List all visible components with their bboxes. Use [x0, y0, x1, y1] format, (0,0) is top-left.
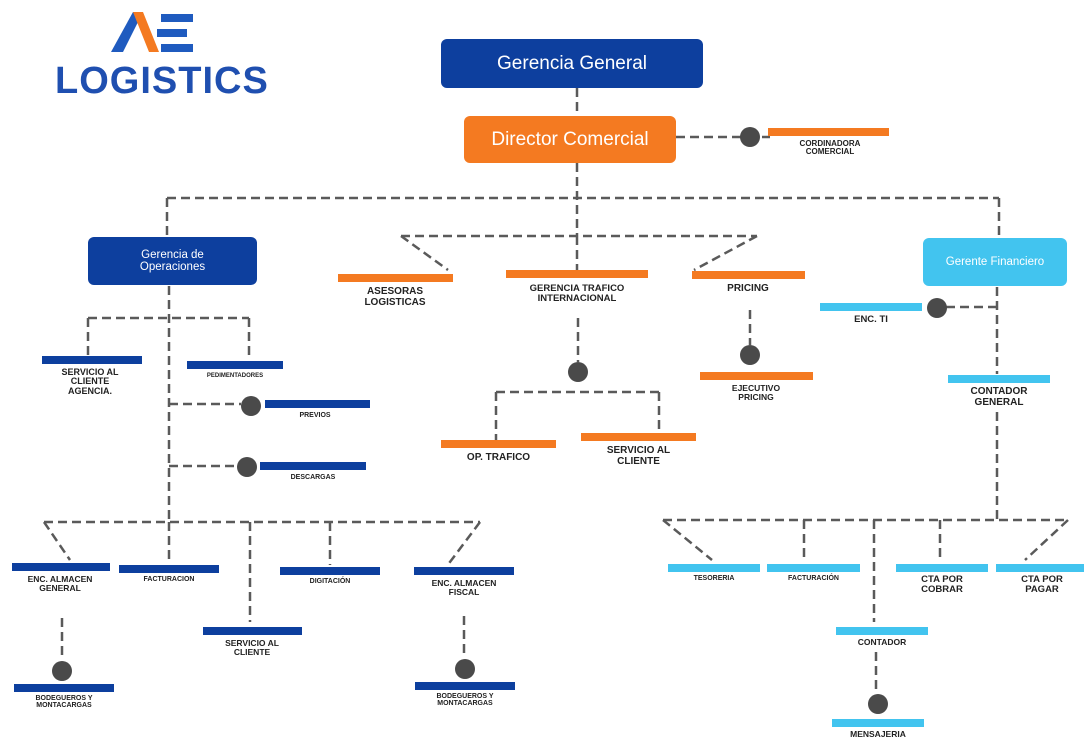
connector: [446, 521, 481, 567]
connector-dot: [740, 127, 760, 147]
connector-dot: [241, 396, 261, 416]
servicio-cliente-comercial-label: SERVICIO AL CLIENTE: [606, 445, 671, 467]
previos-label: PREVIOS: [299, 412, 331, 419]
coordinadora-bar: [768, 128, 889, 136]
descargas-label: DESCARGAS: [290, 474, 336, 481]
previos-bar: [265, 400, 370, 408]
tesoreria-label: TESORERIA: [693, 575, 735, 582]
facturacion-fin-bar: [767, 564, 860, 572]
director-comercial-box: Director Comercial: [464, 116, 676, 163]
digitacion-label: DIGITACIÓN: [309, 578, 351, 585]
descargas-bar: [260, 462, 366, 470]
contador-general-bar: [948, 375, 1050, 383]
connector-dot: [455, 659, 475, 679]
mensajeria-bar: [832, 719, 924, 727]
logo-mark-icon: [111, 12, 193, 52]
coordinadora-label: CORDINADORA COMERCIAL: [799, 139, 861, 157]
enc-almacen-fiscal-bar: [414, 567, 514, 575]
enc-almacen-fiscal-label: ENC. ALMACEN FISCAL: [431, 578, 497, 597]
contador-bar: [836, 627, 928, 635]
connector: [400, 234, 449, 272]
bodegueros-fiscal-bar: [415, 682, 515, 690]
enc-ti-label: ENC. TI: [854, 314, 888, 325]
connector-dot: [237, 457, 257, 477]
cta-pagar-label: CTA POR PAGAR: [1021, 574, 1063, 595]
facturacion-ops-label: FACTURACION: [143, 576, 195, 583]
connector: [662, 519, 713, 561]
gerencia-general-box: Gerencia General: [441, 39, 703, 88]
connector: [693, 234, 758, 272]
mensajeria-label: MENSAJERIA: [850, 729, 906, 739]
servicio-cliente-ops-label: SERVICIO AL CLIENTE: [225, 638, 279, 657]
connector-dot: [52, 661, 72, 681]
facturacion-fin-label: FACTURACIÓN: [788, 575, 839, 582]
digitacion-bar: [280, 567, 380, 575]
cta-pagar-bar: [996, 564, 1084, 572]
connector-dot: [868, 694, 888, 714]
gerencia-general-label: Gerencia General: [497, 52, 647, 74]
logo-text: LOGISTICS: [55, 60, 269, 102]
servicio-cliente-ops-bar: [203, 627, 302, 635]
pedimentadores-bar: [187, 361, 283, 369]
gerente-financiero-label: Gerente Financiero: [945, 256, 1045, 268]
enc-almacen-general-label: ENC. ALMACEN GENERAL: [27, 574, 93, 593]
gerencia-operaciones-box: Gerencia de Operaciones: [88, 237, 257, 285]
contador-general-label: CONTADOR GENERAL: [970, 386, 1028, 408]
op-trafico-label: OP. TRAFICO: [466, 452, 531, 463]
bodegueros-general-bar: [14, 684, 114, 692]
connector-dot: [568, 362, 588, 382]
gerente-financiero-box: Gerente Financiero: [923, 238, 1067, 286]
connector-dot: [740, 345, 760, 365]
gerencia-trafico-label: GERENCIA TRAFICO INTERNACIONAL: [529, 283, 625, 304]
facturacion-ops-bar: [119, 565, 219, 573]
enc-ti-bar: [820, 303, 922, 311]
connector: [1024, 519, 1069, 561]
contador-label: CONTADOR: [857, 637, 907, 647]
asesoras-label: ASESORAS LOGISTICAS: [364, 286, 426, 308]
cta-cobrar-label: CTA POR COBRAR: [921, 574, 963, 595]
connector: [42, 521, 72, 561]
pricing-bar: [692, 271, 805, 279]
ejecutivo-pricing-bar: [700, 372, 813, 380]
director-comercial-label: Director Comercial: [491, 128, 649, 150]
connector-dot: [927, 298, 947, 318]
servicio-cliente-comercial-bar: [581, 433, 696, 441]
cta-cobrar-bar: [896, 564, 988, 572]
bodegueros-general-label: BODEGUEROS Y MONTACARGAS: [35, 695, 93, 710]
asesoras-bar: [338, 274, 453, 282]
bodegueros-fiscal-label: BODEGUEROS Y MONTACARGAS: [436, 693, 494, 708]
ejecutivo-pricing-label: EJECUTIVO PRICING: [731, 383, 781, 402]
pedimentadores-label: PEDIMENTADORES: [206, 373, 264, 379]
tesoreria-bar: [668, 564, 760, 572]
gerencia-operaciones-label: Gerencia de Operaciones: [139, 249, 206, 273]
op-trafico-bar: [441, 440, 556, 448]
logo: LOGISTICS: [55, 12, 268, 102]
servicio-cliente-agencia-label: SERVICIO AL CLIENTE AGENCIA.: [61, 367, 119, 396]
gerencia-trafico-bar: [506, 270, 648, 278]
enc-almacen-general-bar: [12, 563, 110, 571]
pricing-label: PRICING: [727, 283, 769, 294]
servicio-cliente-agencia-bar: [42, 356, 142, 364]
